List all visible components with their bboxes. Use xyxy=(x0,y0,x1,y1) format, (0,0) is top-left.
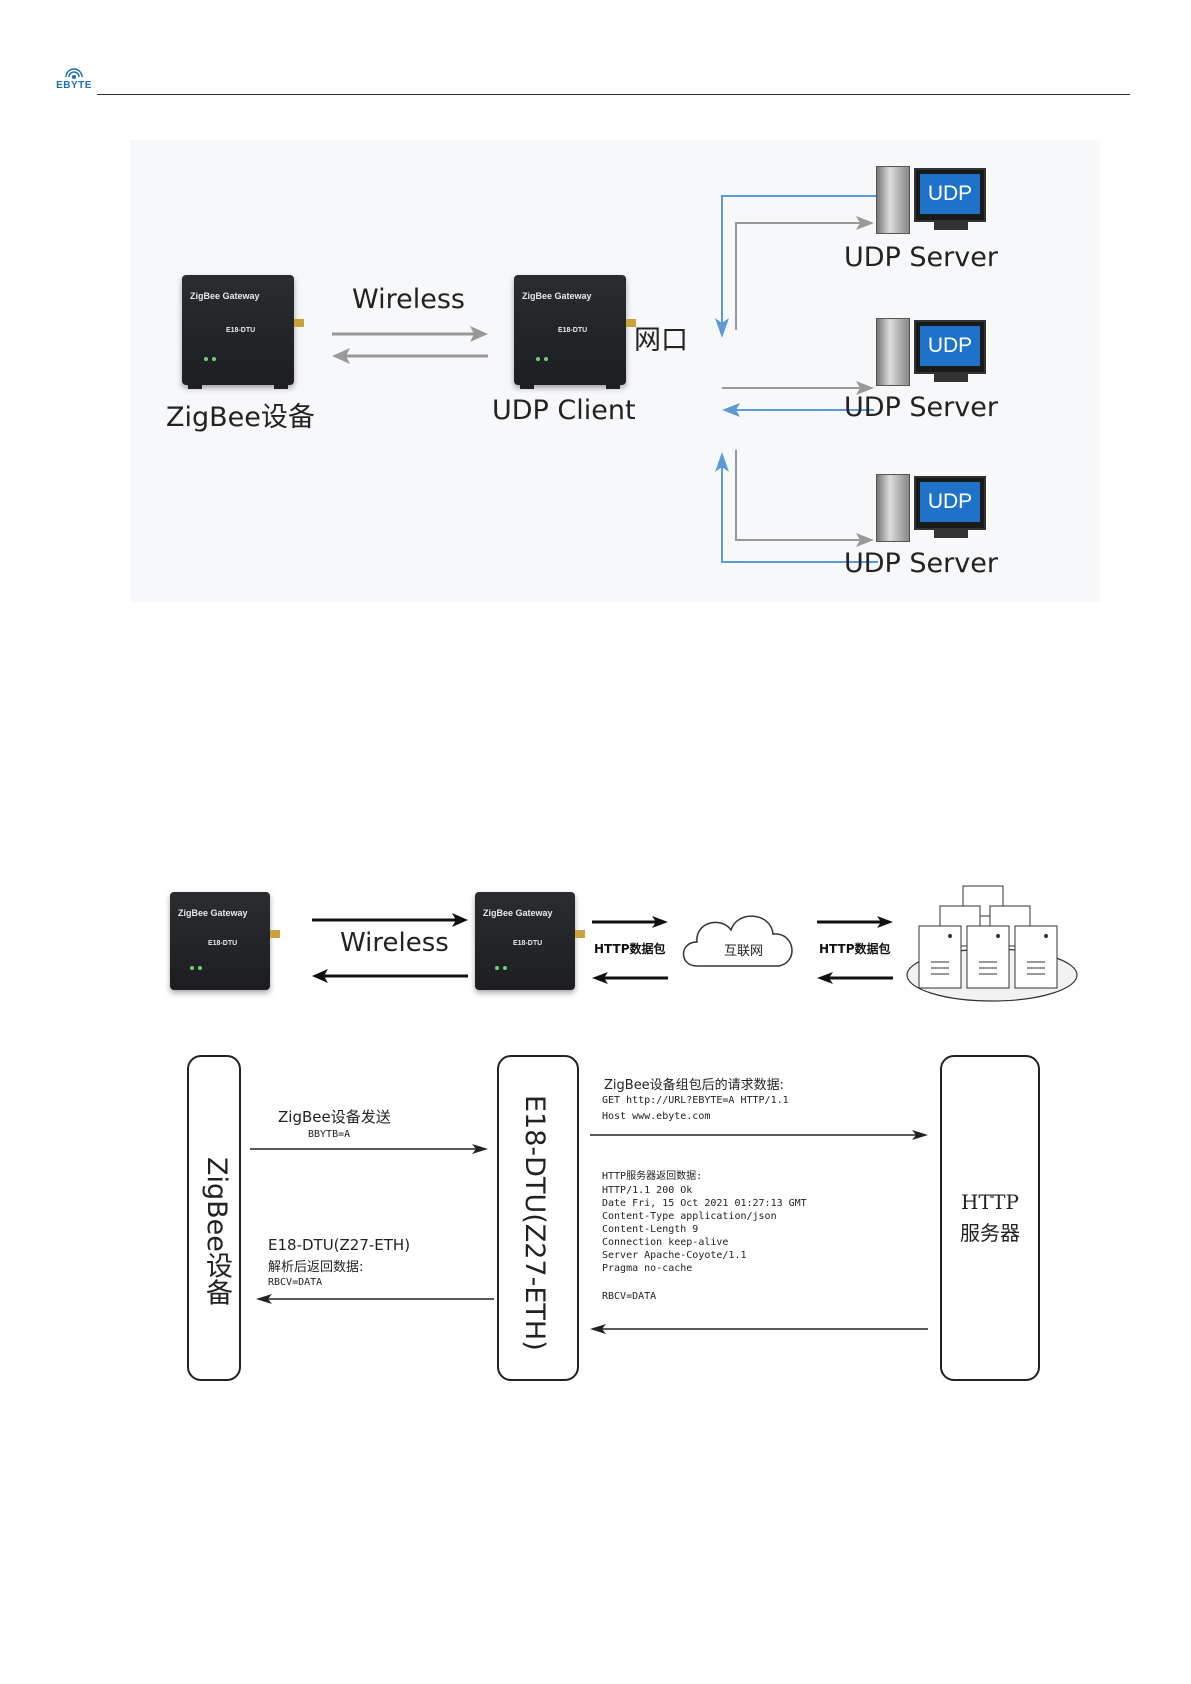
ebyte-logo: EBYTE xyxy=(52,68,96,94)
monitor: UDP xyxy=(914,168,986,222)
lane-label-line1: HTTP xyxy=(961,1190,1019,1214)
zigbee-device-image: ZigBee Gateway E18-DTU xyxy=(170,892,280,990)
mount-ear xyxy=(606,379,620,389)
bidirectional-arrow-icon xyxy=(817,916,893,984)
msg-response-line: Pragma no-cache xyxy=(602,1263,693,1274)
monitor: UDP xyxy=(914,476,986,530)
bidirectional-arrow-icon xyxy=(332,326,488,364)
cloud-icon xyxy=(682,915,793,967)
antenna-connector-icon xyxy=(270,930,280,938)
udp-server-computer-icon: UDP xyxy=(876,166,986,236)
logo-text: EBYTE xyxy=(56,80,92,91)
msg-response-line: Content-Type application/json xyxy=(602,1211,777,1222)
wireless-signal-icon xyxy=(65,68,83,79)
msg-response-line: Date Fri, 15 Oct 2021 01:27:13 GMT xyxy=(602,1198,807,1209)
udp-client-device-image: ZigBee Gateway E18-DTU xyxy=(514,275,636,389)
msg-dtu-return-line2: 解析后返回数据: xyxy=(268,1260,364,1275)
antenna-connector-icon xyxy=(294,319,304,327)
mount-ear xyxy=(274,379,288,389)
server-cluster-icon xyxy=(906,885,1078,1002)
status-led-icon xyxy=(544,357,548,361)
antenna-connector-icon xyxy=(626,319,636,327)
lane-zigbee-device: ZigBee设备 xyxy=(187,1055,241,1381)
msg-request-line: GET http://URL?EBYTE=A HTTP/1.1 xyxy=(602,1095,789,1106)
ethernet-port-label: 网口 xyxy=(634,325,688,356)
msg-request-title: ZigBee设备组包后的请求数据: xyxy=(604,1078,785,1093)
wireless-label: Wireless xyxy=(352,284,465,315)
zigbee-device-label: ZigBee设备 xyxy=(166,402,315,433)
udp-server-label: UDP Server xyxy=(844,242,998,273)
status-led-icon xyxy=(190,966,194,970)
msg-dtu-return-line1: E18-DTU(Z27-ETH) xyxy=(268,1236,411,1254)
msg-dtu-return-value: RBCV=DATA xyxy=(268,1277,323,1288)
server-tower xyxy=(876,318,910,386)
wireless-label: Wireless xyxy=(340,928,449,958)
device-model: E18-DTU xyxy=(208,940,238,947)
lane-label-line2: 服务器 xyxy=(960,1221,1020,1245)
device-title: ZigBee Gateway xyxy=(178,908,248,918)
http-packet-label: HTTP数据包 xyxy=(594,942,666,956)
msg-response-line: Content-Length 9 xyxy=(602,1224,699,1235)
monitor-stand xyxy=(934,374,968,382)
arrow-left-icon xyxy=(256,1294,494,1304)
device-title: ZigBee Gateway xyxy=(522,291,592,301)
msg-response-line: Connection keep-alive xyxy=(602,1237,729,1248)
udp-client-diagram: ZigBee Gateway E18-DTU ZigBee设备 Wireless… xyxy=(130,140,1100,602)
device-model: E18-DTU xyxy=(558,327,588,334)
e18-dtu-device-image: ZigBee Gateway E18-DTU xyxy=(475,892,585,990)
msg-zigbee-send-value: BBYTB=A xyxy=(308,1129,351,1140)
lane-e18-dtu: E18-DTU(Z27-ETH) xyxy=(497,1055,579,1381)
msg-server-return-value: RBCV=DATA xyxy=(602,1291,657,1302)
antenna-connector-icon xyxy=(575,930,585,938)
device-model: E18-DTU xyxy=(513,940,543,947)
status-led-icon xyxy=(536,357,540,361)
mount-ear xyxy=(188,379,202,389)
status-led-icon xyxy=(495,966,499,970)
screen-label: UDP xyxy=(920,482,980,522)
http-packet-label: HTTP数据包 xyxy=(819,942,891,956)
bidirectional-arrow-icon xyxy=(592,916,668,984)
zigbee-device-image: ZigBee Gateway E18-DTU xyxy=(182,275,304,389)
msg-response-title: HTTP服务器返回数据: xyxy=(602,1171,703,1182)
screen-label: UDP xyxy=(920,174,980,214)
device-model: E18-DTU xyxy=(226,327,256,334)
udp-server-computer-icon: UDP xyxy=(876,474,986,544)
lane-label: E18-DTU(Z27-ETH) xyxy=(519,1095,550,1351)
msg-response-line: HTTP/1.1 200 Ok xyxy=(602,1185,693,1196)
msg-zigbee-send-title: ZigBee设备发送 xyxy=(278,1108,391,1126)
monitor-stand xyxy=(934,222,968,230)
bidirectional-arrow-icon xyxy=(312,913,468,983)
header-divider xyxy=(97,94,1130,95)
udp-server-label: UDP Server xyxy=(844,548,998,579)
status-led-icon xyxy=(212,357,216,361)
status-led-icon xyxy=(204,357,208,361)
internet-label: 互联网 xyxy=(724,944,764,959)
arrow-left-icon xyxy=(590,1324,928,1334)
status-led-icon xyxy=(503,966,507,970)
arrow-right-icon xyxy=(590,1130,928,1140)
udp-client-label: UDP Client xyxy=(492,395,636,426)
udp-server-label: UDP Server xyxy=(844,392,998,423)
server-tower xyxy=(876,166,910,234)
device-title: ZigBee Gateway xyxy=(190,291,260,301)
server-connection-arrows xyxy=(715,195,878,563)
lane-http-server: HTTP 服务器 xyxy=(940,1055,1040,1381)
udp-server-computer-icon: UDP xyxy=(876,318,986,388)
msg-response-line: Server Apache-Coyote/1.1 xyxy=(602,1250,747,1261)
arrow-right-icon xyxy=(250,1144,488,1154)
mount-ear xyxy=(520,379,534,389)
msg-request-line: Host www.ebyte.com xyxy=(602,1111,711,1122)
monitor-stand xyxy=(934,530,968,538)
lane-label: ZigBee设备 xyxy=(201,1157,232,1306)
status-led-icon xyxy=(198,966,202,970)
device-title: ZigBee Gateway xyxy=(483,908,553,918)
monitor: UDP xyxy=(914,320,986,374)
screen-label: UDP xyxy=(920,326,980,366)
http-client-diagram: ZigBee Gateway E18-DTU Wireless ZigBee G… xyxy=(150,880,1090,1400)
server-tower xyxy=(876,474,910,542)
